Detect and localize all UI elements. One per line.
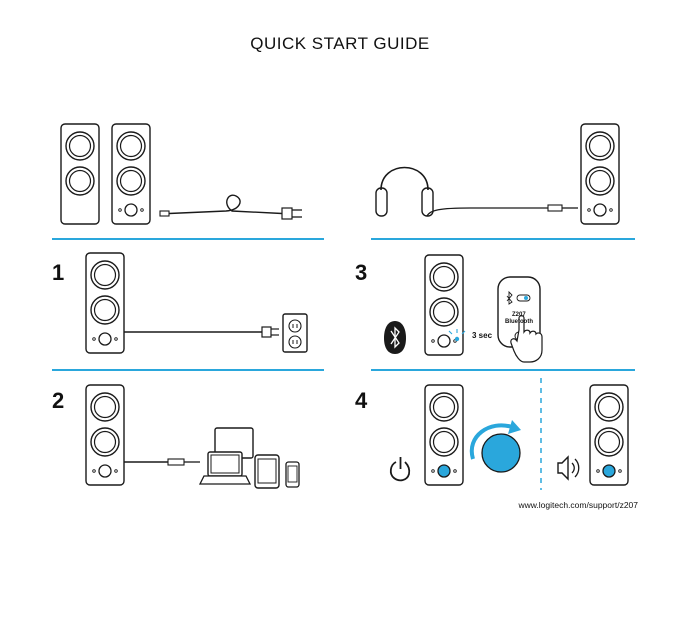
hold-duration-label: 3 sec: [472, 331, 493, 340]
volume-indicator: [596, 464, 622, 478]
power-knob-indicator: [431, 464, 457, 478]
blink-indicator-icon: [448, 329, 466, 342]
step-number-2: 2: [52, 388, 65, 413]
tablet-icon: [254, 454, 280, 489]
divider-top-right: [371, 238, 635, 240]
speaker-icon: [112, 124, 150, 224]
hand-press-icon: [510, 315, 543, 363]
power-icon: [389, 457, 411, 482]
step-number-4: 4: [355, 388, 368, 413]
divider-top-left: [52, 238, 324, 240]
divider-mid-left: [52, 369, 324, 371]
speaker-icon: [86, 385, 124, 485]
page-title: QUICK START GUIDE: [250, 34, 430, 53]
audio-cable-icon: [124, 458, 200, 466]
remote-model-label: Z207: [512, 312, 526, 318]
power-plug-icon: [159, 194, 302, 220]
laptop-icon: [198, 427, 254, 485]
speaker-icon: [581, 124, 619, 224]
bluetooth-icon: [384, 321, 406, 354]
speaker-icon: [86, 253, 124, 353]
speaker-icon: [60, 123, 100, 225]
speaker-volume-icon: [557, 455, 580, 481]
remote-bluetooth-label: Bluetooth: [505, 319, 533, 325]
power-plug-icon: [124, 326, 279, 338]
phone-icon: [285, 461, 300, 488]
wall-outlet-icon: [282, 313, 308, 353]
step-number-1: 1: [52, 260, 65, 285]
support-url: www.logitech.com/support/z207: [518, 500, 638, 510]
divider-mid-right: [371, 369, 635, 371]
headphones-icon: [375, 166, 578, 217]
volume-knob-icon: [469, 420, 521, 473]
step-number-3: 3: [355, 260, 368, 285]
